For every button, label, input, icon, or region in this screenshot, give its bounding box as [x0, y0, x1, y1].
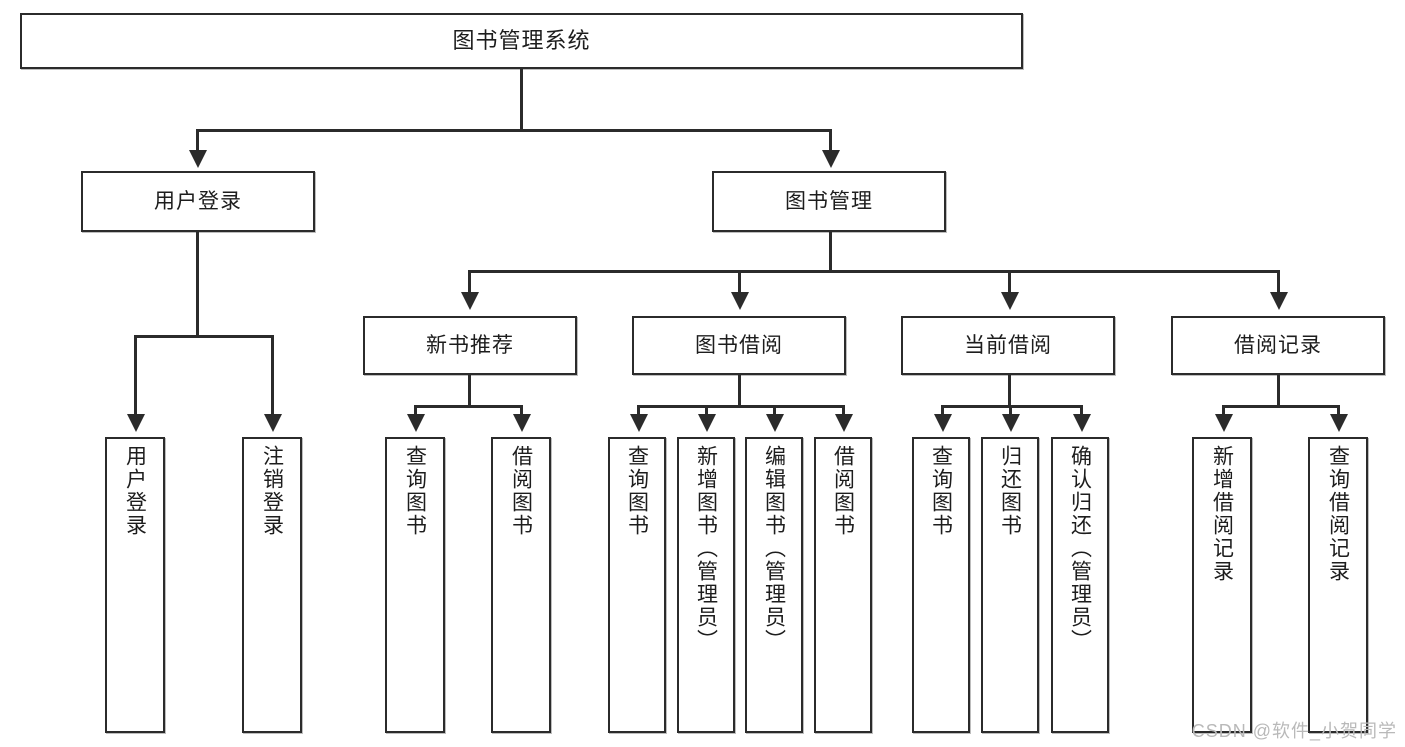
node-leaf-query-record[interactable]: 查询借阅记录 — [1308, 437, 1368, 733]
connector-user-login-stem — [196, 232, 199, 337]
node-leaf-add-record[interactable]: 新增借阅记录 — [1192, 437, 1252, 733]
node-book-management[interactable]: 图书管理 — [712, 171, 946, 232]
node-label: 用户登录 — [123, 445, 147, 537]
connector-bb-branch-4 — [842, 405, 845, 417]
connector-br-branch-2 — [1337, 405, 1340, 417]
node-leaf-borrow-book-1[interactable]: 借阅图书 — [491, 437, 551, 733]
connector-cb-branch-3 — [1080, 405, 1083, 417]
arrow-to-book-borrow — [731, 292, 749, 310]
connector-borrow-record-bus — [1222, 405, 1340, 408]
node-label: 查询借阅记录 — [1326, 445, 1350, 583]
arrow-leaf-query-book-3 — [934, 414, 952, 432]
node-label: 当前借阅 — [964, 333, 1052, 357]
connector-borrow-record-stem — [1277, 375, 1280, 407]
connector-book-management-stem — [829, 232, 832, 272]
connector-to-book-borrow — [738, 270, 741, 294]
arrow-to-book-management — [822, 150, 840, 168]
node-label: 归还图书 — [998, 445, 1022, 537]
connector-cb-branch-2 — [1009, 405, 1012, 417]
arrow-leaf-add-record — [1215, 414, 1233, 432]
connector-user-login-branch-1 — [134, 335, 137, 417]
arrow-leaf-edit-book — [766, 414, 784, 432]
connector-to-book-management — [829, 129, 832, 154]
watermark-text: CSDN @软件_小贺同学 — [1191, 721, 1397, 741]
node-leaf-return-book[interactable]: 归还图书 — [981, 437, 1039, 733]
arrow-leaf-user-logout — [264, 414, 282, 432]
node-label: 借阅记录 — [1234, 333, 1322, 357]
node-leaf-edit-book[interactable]: 编辑图书（管理员） — [745, 437, 803, 733]
arrow-leaf-query-record — [1330, 414, 1348, 432]
connector-current-borrow-bus — [941, 405, 1083, 408]
node-leaf-borrow-book-2[interactable]: 借阅图书 — [814, 437, 872, 733]
node-label: 新增图书（管理员） — [694, 445, 718, 652]
node-leaf-user-logout[interactable]: 注销登录 — [242, 437, 302, 733]
node-label: 用户登录 — [154, 189, 242, 213]
connector-level2-bus — [196, 129, 832, 132]
node-root-system[interactable]: 图书管理系统 — [20, 13, 1023, 69]
arrow-leaf-borrow-book-2 — [835, 414, 853, 432]
node-book-borrow[interactable]: 图书借阅 — [632, 316, 846, 375]
node-label: 编辑图书（管理员） — [762, 445, 786, 652]
node-leaf-query-book-3[interactable]: 查询图书 — [912, 437, 970, 733]
connector-cb-branch-1 — [941, 405, 944, 417]
connector-bb-branch-3 — [773, 405, 776, 417]
node-label: 注销登录 — [260, 445, 284, 537]
node-label: 借阅图书 — [509, 445, 533, 537]
connector-bb-branch-2 — [705, 405, 708, 417]
connector-user-login-branch-2 — [271, 335, 274, 417]
node-leaf-query-book-2[interactable]: 查询图书 — [608, 437, 666, 733]
connector-root-stem — [520, 69, 523, 131]
connector-br-branch-1 — [1222, 405, 1225, 417]
connector-bb-branch-1 — [637, 405, 640, 417]
node-new-book-recommend[interactable]: 新书推荐 — [363, 316, 577, 375]
connector-nbr-branch-1 — [414, 405, 417, 417]
node-current-borrow[interactable]: 当前借阅 — [901, 316, 1115, 375]
connector-user-login-bus — [134, 335, 274, 338]
node-user-login[interactable]: 用户登录 — [81, 171, 315, 232]
arrow-leaf-query-book-2 — [630, 414, 648, 432]
node-label: 图书借阅 — [695, 333, 783, 357]
connector-level3-bus — [468, 270, 1280, 273]
connector-to-borrow-record — [1277, 270, 1280, 294]
node-leaf-add-book[interactable]: 新增图书（管理员） — [677, 437, 735, 733]
connector-new-book-recommend-bus — [414, 405, 523, 408]
connector-current-borrow-stem — [1008, 375, 1011, 407]
connector-to-user-login — [196, 129, 199, 154]
node-label: 图书管理 — [785, 189, 873, 213]
connector-nbr-branch-2 — [520, 405, 523, 417]
node-label: 图书管理系统 — [452, 27, 591, 53]
arrow-leaf-confirm-return — [1073, 414, 1091, 432]
connector-book-borrow-stem — [738, 375, 741, 407]
arrow-to-borrow-record — [1270, 292, 1288, 310]
connector-book-borrow-bus — [637, 405, 845, 408]
node-leaf-confirm-return[interactable]: 确认归还（管理员） — [1051, 437, 1109, 733]
arrow-leaf-return-book — [1002, 414, 1020, 432]
arrow-to-current-borrow — [1001, 292, 1019, 310]
node-label: 查询图书 — [403, 445, 427, 537]
node-label: 查询图书 — [625, 445, 649, 537]
connector-to-new-book-recommend — [468, 270, 471, 294]
node-label: 借阅图书 — [831, 445, 855, 537]
connector-to-current-borrow — [1008, 270, 1011, 294]
node-label: 查询图书 — [929, 445, 953, 537]
arrow-to-new-book-recommend — [461, 292, 479, 310]
node-leaf-query-book-1[interactable]: 查询图书 — [385, 437, 445, 733]
node-label: 新增借阅记录 — [1210, 445, 1234, 583]
node-label: 确认归还（管理员） — [1068, 445, 1092, 652]
node-leaf-user-login[interactable]: 用户登录 — [105, 437, 165, 733]
node-borrow-record[interactable]: 借阅记录 — [1171, 316, 1385, 375]
arrow-leaf-add-book — [698, 414, 716, 432]
arrow-leaf-query-book-1 — [407, 414, 425, 432]
connector-new-book-recommend-stem — [468, 375, 471, 407]
node-label: 新书推荐 — [426, 333, 514, 357]
arrow-leaf-user-login — [127, 414, 145, 432]
arrow-leaf-borrow-book-1 — [513, 414, 531, 432]
arrow-to-user-login — [189, 150, 207, 168]
